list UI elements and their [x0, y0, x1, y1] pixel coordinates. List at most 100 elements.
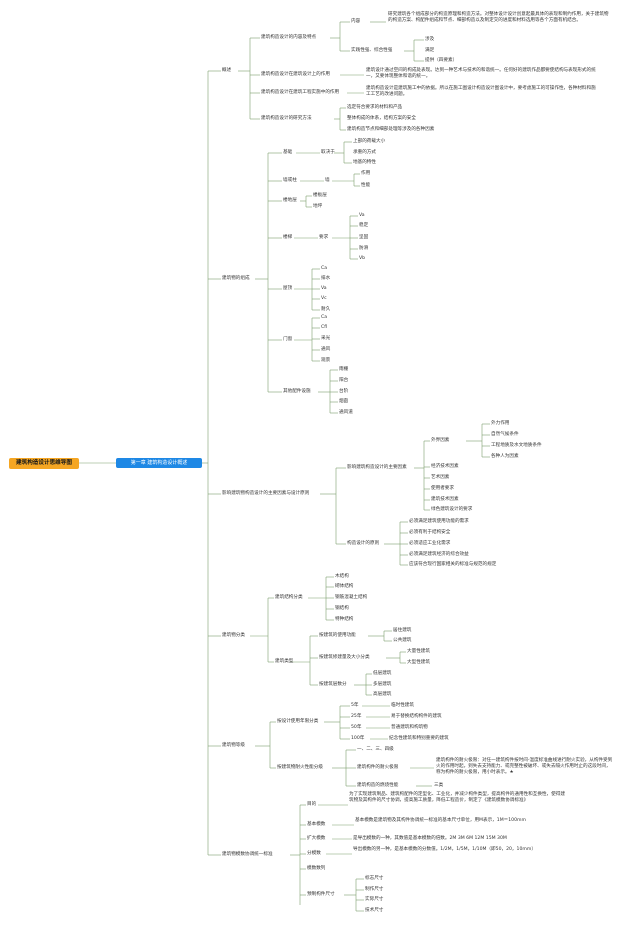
node-research-method[interactable]: 建筑构造设计的研究方法 [261, 116, 312, 121]
node-art[interactable]: 艺术因素 [431, 475, 450, 480]
node-door-4[interactable]: 通风 [321, 347, 331, 352]
node-roof-1[interactable]: Ca [321, 266, 328, 271]
node-building-type[interactable]: 建筑类型 [275, 659, 294, 664]
node-tech[interactable]: 建筑技术因素 [431, 497, 459, 502]
node-main-factors[interactable]: 影响建筑构造设计的主要因素 [347, 465, 407, 470]
node-other-5[interactable]: 通风道 [339, 410, 353, 415]
node-depends-on[interactable]: 取决于 [321, 150, 335, 155]
node-satisfy[interactable]: 满足 [425, 48, 435, 53]
node-struct-2[interactable]: 砌体结构 [335, 584, 354, 589]
node-other-2[interactable]: 阳台 [339, 378, 349, 383]
node-wall-role[interactable]: 作用 [361, 171, 371, 176]
node-roof-2[interactable]: 排水 [321, 276, 331, 281]
node-size-1[interactable]: 标志尺寸 [365, 876, 384, 881]
node-extended-module[interactable]: 扩大模数 [307, 836, 326, 841]
node-stairs-1[interactable]: Va [359, 213, 365, 218]
node-stairs-5[interactable]: Vb [359, 256, 366, 261]
node-ext-3[interactable]: 工程地质及水文地质条件 [491, 443, 542, 448]
node-life-50[interactable]: 50年 [351, 725, 362, 730]
node-by-use[interactable]: 按建筑的使用功能 [319, 633, 356, 638]
node-combustion[interactable]: 建筑构造的燃烧性能 [357, 783, 399, 788]
node-door-1[interactable]: Ca [321, 315, 328, 320]
node-other-3[interactable]: 台阶 [339, 389, 349, 394]
node-role-construction[interactable]: 建筑构造设计在建筑工程实施中的作用 [261, 90, 340, 95]
section-grade[interactable]: 建筑物等级 [222, 743, 245, 748]
node-principle-2[interactable]: 必须有利于结构安全 [409, 530, 451, 535]
node-door-3[interactable]: 采光 [321, 336, 331, 341]
node-sub-module[interactable]: 分模数 [307, 851, 321, 856]
node-roof-5[interactable]: 耐久 [321, 307, 331, 312]
node-doors-windows[interactable]: 门窗 [283, 337, 293, 342]
section-composition[interactable]: 建筑物的组成 [222, 276, 250, 281]
node-content-features[interactable]: 建筑构造设计的内容及特点 [261, 35, 317, 40]
node-depends-3[interactable]: 地基的特性 [353, 160, 376, 165]
node-research-1[interactable]: 选定符合要求的材料和产品 [347, 105, 403, 110]
node-life-100[interactable]: 100年 [351, 736, 365, 741]
node-ground[interactable]: 地坪 [313, 204, 323, 209]
node-practical[interactable]: 实践性强、综合性强 [351, 48, 393, 53]
chapter-node[interactable]: 第一章 建筑构造设计概述 [116, 458, 202, 468]
node-ext-2[interactable]: 自然气候条件 [491, 432, 519, 437]
node-foundation[interactable]: 基础 [283, 150, 293, 155]
node-principle-3[interactable]: 必须适应工业化需求 [409, 541, 451, 546]
node-principle-5[interactable]: 应该符合现行国家相关的标准与规范的规定 [409, 562, 497, 567]
node-fire-limit[interactable]: 建筑构件的耐火极限 [357, 765, 399, 770]
node-stairs-req[interactable]: 要求 [319, 235, 329, 240]
node-role-design[interactable]: 建筑构造设计在建筑设计上的作用 [261, 72, 330, 77]
node-purpose[interactable]: 目的 [307, 802, 317, 807]
node-wall[interactable]: 墙 [325, 178, 330, 183]
node-struct-3[interactable]: 钢筋混凝土结构 [335, 595, 368, 600]
node-by-floors[interactable]: 按建筑层数分 [319, 682, 347, 687]
node-multi-rise[interactable]: 多层建筑 [373, 682, 392, 687]
node-economic[interactable]: 经济技术因素 [431, 464, 459, 469]
node-roof-4[interactable]: Vc [321, 296, 327, 301]
node-wall-column[interactable]: 墙或柱 [283, 178, 297, 183]
node-stairs[interactable]: 楼梯 [283, 235, 293, 240]
node-size-4[interactable]: 技术尺寸 [365, 908, 384, 913]
node-floor-layer[interactable]: 楼地层 [283, 198, 297, 203]
node-door-2[interactable]: Cfl [321, 325, 328, 330]
section-modulus[interactable]: 建筑物模数协调统一标准 [222, 852, 273, 857]
node-involve[interactable]: 涉及 [425, 37, 435, 42]
node-ext-4[interactable]: 各种人为因素 [491, 454, 519, 459]
node-external-factors[interactable]: 外界因素 [431, 438, 450, 443]
node-struct-1[interactable]: 木结构 [335, 574, 349, 579]
section-overview[interactable]: 概述 [222, 68, 232, 73]
node-floor-slab[interactable]: 楼板层 [313, 193, 327, 198]
node-by-size[interactable]: 按建筑修建量及大小分类 [319, 655, 370, 660]
section-classification[interactable]: 建筑物分类 [222, 633, 245, 638]
node-life-25[interactable]: 25年 [351, 714, 362, 719]
node-provide[interactable]: 提供（四要素） [425, 58, 458, 63]
node-research-3[interactable]: 建筑构造节点和细部处理等涉及的各种因素 [347, 127, 435, 132]
root-node[interactable]: 建筑构造设计思维导图 [9, 458, 79, 469]
node-public[interactable]: 公共建筑 [393, 638, 412, 643]
node-research-2[interactable]: 整体构成的体系，结构方案的安全 [347, 116, 416, 121]
section-influence[interactable]: 影响建筑物构造设计的主要因素与设计原则 [222, 491, 310, 496]
node-content[interactable]: 内容 [351, 19, 361, 24]
node-stairs-2[interactable]: 稳定 [359, 223, 369, 228]
node-mass[interactable]: 大量性建筑 [407, 649, 430, 654]
node-fire-levels[interactable]: 一、二、三、四级 [357, 747, 394, 752]
node-depends-1[interactable]: 上部的荷载大小 [353, 139, 386, 144]
node-low-rise[interactable]: 低层建筑 [373, 671, 392, 676]
node-user-req[interactable]: 使用者要求 [431, 486, 454, 491]
node-roof-3[interactable]: Va [321, 286, 327, 291]
node-prefab-size[interactable]: 预制构件尺寸 [307, 892, 335, 897]
node-fire-rating[interactable]: 按建筑物耐火性能分级 [277, 765, 323, 770]
node-structure-class[interactable]: 建筑结构分类 [275, 595, 303, 600]
node-other-facilities[interactable]: 其他配件设施 [283, 389, 311, 394]
node-high-rise[interactable]: 高层建筑 [373, 692, 392, 697]
node-stairs-4[interactable]: 防滑 [359, 246, 369, 251]
node-stairs-3[interactable]: 坚固 [359, 235, 369, 240]
node-other-1[interactable]: 雨棚 [339, 367, 349, 372]
node-size-2[interactable]: 制作尺寸 [365, 887, 384, 892]
node-life-5[interactable]: 5年 [351, 703, 359, 708]
node-principles[interactable]: 构造设计的原则 [347, 541, 380, 546]
node-principle-4[interactable]: 必须满足建筑经济的综合效益 [409, 552, 469, 557]
node-wall-perf[interactable]: 性能 [361, 183, 371, 188]
node-size-3[interactable]: 实际尺寸 [365, 897, 384, 902]
node-large[interactable]: 大型性建筑 [407, 660, 430, 665]
node-base-module[interactable]: 基本模数 [307, 822, 326, 827]
node-principle-1[interactable]: 必须满足建筑使用功能的需求 [409, 519, 469, 524]
node-depends-2[interactable]: 承重的方式 [353, 150, 376, 155]
